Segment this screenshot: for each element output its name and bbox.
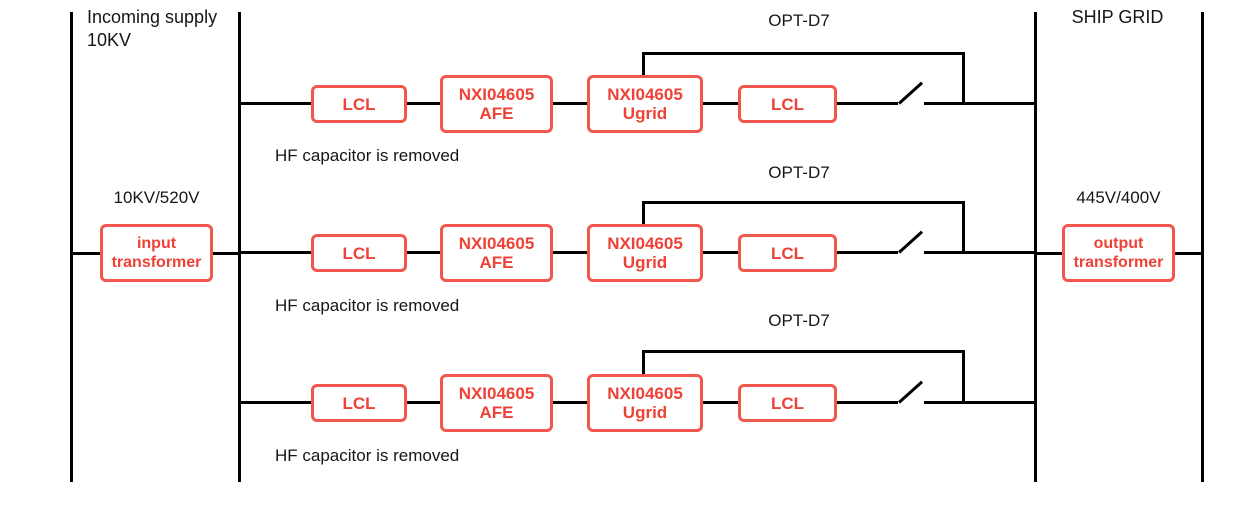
opt-d7-wire-riser — [642, 201, 645, 226]
input-transformer-box: input transformer — [100, 224, 213, 282]
branch-wire — [239, 401, 898, 404]
output-transformer-box: output transformer — [1062, 224, 1175, 282]
output-transformer-label-line2: transformer — [1073, 254, 1164, 271]
opt-d7-wire-horizontal — [642, 350, 965, 353]
opt-d7-label: OPT-D7 — [768, 11, 830, 30]
opt-d7-wire-drop — [962, 350, 965, 404]
ship-grid-label: SHIP GRID — [1071, 7, 1164, 27]
ugrid-drive-box: NXI04605 Ugrid — [587, 75, 703, 133]
branch-wire — [239, 251, 898, 254]
ugrid-drive-box: NXI04605 Ugrid — [587, 374, 703, 432]
ugrid-type-label: Ugrid — [622, 253, 668, 272]
afe-drive-box: NXI04605 AFE — [440, 224, 553, 282]
opt-d7-wire-riser — [642, 350, 645, 376]
opt-d7-label: OPT-D7 — [768, 311, 830, 330]
lcl-filter-input-box: LCL — [311, 85, 407, 123]
ugrid-model-label: NXI04605 — [607, 234, 683, 253]
afe-model-label: NXI04605 — [458, 384, 535, 403]
output-transformer-ratio-label: 445V/400V — [1076, 188, 1161, 207]
lcl-filter-input-box: LCL — [311, 384, 407, 422]
incoming-supply-line2: 10KV — [87, 30, 132, 50]
branch-wire — [239, 102, 898, 105]
input-transformer-label-line2: transformer — [111, 254, 202, 271]
output-transformer-label-line1: output — [1093, 235, 1144, 252]
afe-type-label: AFE — [479, 403, 514, 422]
hf-capacitor-note: HF capacitor is removed — [275, 296, 460, 315]
afe-type-label: AFE — [479, 253, 514, 272]
opt-d7-wire-drop — [962, 201, 965, 254]
branch-wire-to-bus — [924, 401, 1035, 404]
incoming-supply-line1: Incoming supply — [87, 7, 218, 27]
ship-grid-bus-outer — [1201, 12, 1204, 482]
afe-type-label: AFE — [479, 104, 514, 123]
incoming-supply-label: Incoming supply 10KV — [87, 6, 217, 52]
opt-d7-wire-drop — [962, 52, 965, 105]
ship-grid-bus-inner — [1034, 12, 1037, 482]
ugrid-drive-box: NXI04605 Ugrid — [587, 224, 703, 282]
afe-model-label: NXI04605 — [458, 234, 535, 253]
disconnect-switch-icon — [897, 81, 924, 105]
branch-wire-to-bus — [924, 102, 1035, 105]
disconnect-switch-icon — [897, 380, 924, 404]
ugrid-type-label: Ugrid — [622, 104, 668, 123]
afe-drive-box: NXI04605 AFE — [440, 374, 553, 432]
hf-capacitor-note: HF capacitor is removed — [275, 146, 460, 165]
afe-model-label: NXI04605 — [458, 85, 535, 104]
lcl-filter-output-box: LCL — [738, 234, 837, 272]
lcl-filter-input-box: LCL — [311, 234, 407, 272]
lcl-filter-output-box: LCL — [738, 384, 837, 422]
lcl-filter-output-box: LCL — [738, 85, 837, 123]
branch-wire-to-bus — [924, 251, 1035, 254]
hf-capacitor-note: HF capacitor is removed — [275, 446, 460, 465]
opt-d7-wire-riser — [642, 52, 645, 77]
opt-d7-wire-horizontal — [642, 201, 965, 204]
opt-d7-label: OPT-D7 — [768, 163, 830, 182]
incoming-bus-inner — [238, 12, 241, 482]
ugrid-model-label: NXI04605 — [607, 384, 683, 403]
opt-d7-wire-horizontal — [642, 52, 965, 55]
ugrid-type-label: Ugrid — [622, 403, 668, 422]
afe-drive-box: NXI04605 AFE — [440, 75, 553, 133]
ugrid-model-label: NXI04605 — [607, 85, 683, 104]
disconnect-switch-icon — [897, 230, 924, 254]
incoming-bus-outer — [70, 12, 73, 482]
input-transformer-ratio-label: 10KV/520V — [113, 188, 200, 207]
input-transformer-label-line1: input — [136, 235, 177, 252]
